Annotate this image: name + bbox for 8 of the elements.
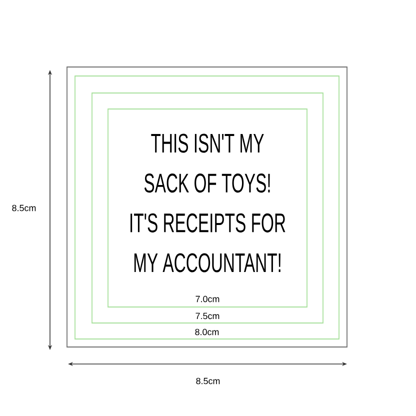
square-outline [92,92,324,324]
dimension-label: 8.5cm [196,378,220,384]
size-label: 8.0cm [195,328,219,336]
dimension-label: 8.5cm [12,204,36,212]
square-outline [108,108,308,308]
slogan-text: THIS ISN'T MY SACK OF TOYS! IT'S RECEIPTS FOR MY ACCOUNTANT! [130,134,286,272]
size-label: 7.0cm [196,296,220,302]
size-label: 7.5cm [196,312,220,320]
